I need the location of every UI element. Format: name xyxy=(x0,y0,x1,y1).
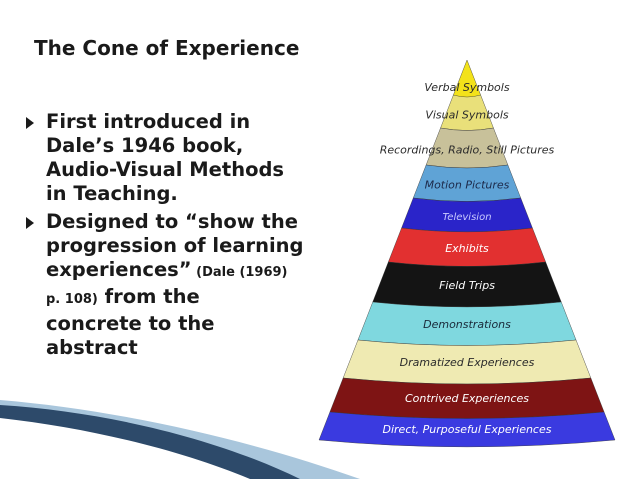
citation-part-1: (Dale (1969) xyxy=(191,265,288,280)
cone-label-direct-purposeful-experiences: Direct, Purposeful Experiences xyxy=(383,423,552,436)
bullet-1-line-3: Audio-Visual Methods xyxy=(46,158,285,181)
bullet-2-line-3: experiences” (Dale (1969) xyxy=(46,258,326,285)
cone-label-verbal-symbols: Verbal Symbols xyxy=(424,81,509,94)
cone-label-demonstrations: Demonstrations xyxy=(423,318,511,331)
cone-label-exhibits: Exhibits xyxy=(445,242,489,255)
bullet-2-quote-end: experiences” xyxy=(46,258,192,281)
cone-label-visual-symbols: Visual Symbols xyxy=(425,109,509,122)
bullet-item-1: First introduced in Dale’s 1946 book, Au… xyxy=(26,110,326,206)
bullet-2-line-5: concrete to the xyxy=(46,312,215,335)
bullet-1-line-1: First introduced in xyxy=(46,110,251,133)
bullet-1-line-2: Dale’s 1946 book, xyxy=(46,134,244,157)
bullet-arrow-icon xyxy=(26,117,34,129)
cone-label-motion-pictures: Motion Pictures xyxy=(425,179,510,192)
bullet-item-2: Designed to “show the progression of lea… xyxy=(26,210,326,360)
slide-title: The Cone of Experience xyxy=(34,36,300,60)
bullet-2-line-2: progression of learning xyxy=(46,234,304,257)
decorative-swoosh-dark xyxy=(0,405,300,479)
cone-label-television: Television xyxy=(442,212,491,223)
bullet-2-line-4: p. 108) from the xyxy=(46,285,326,312)
bullet-1-line-4: in Teaching. xyxy=(46,182,178,205)
bullet-arrow-icon xyxy=(26,217,34,229)
cone-label-contrived-experiences: Contrived Experiences xyxy=(405,392,529,405)
bullet-2-line-1: Designed to “show the xyxy=(46,210,298,233)
cone-label-dramatized-experiences: Dramatized Experiences xyxy=(400,356,535,369)
cone-label-recordings-radio-still-pictures: Recordings, Radio, Still Pictures xyxy=(380,144,555,157)
bullet-2-from-the: from the xyxy=(97,285,200,308)
bullet-2-line-6: abstract xyxy=(46,336,138,359)
bullet-list: First introduced in Dale’s 1946 book, Au… xyxy=(26,110,326,364)
cone-band-direct-purposeful-experiences xyxy=(318,411,616,448)
citation-part-2: p. 108) xyxy=(46,292,98,307)
cone-label-field-trips: Field Trips xyxy=(439,279,495,292)
